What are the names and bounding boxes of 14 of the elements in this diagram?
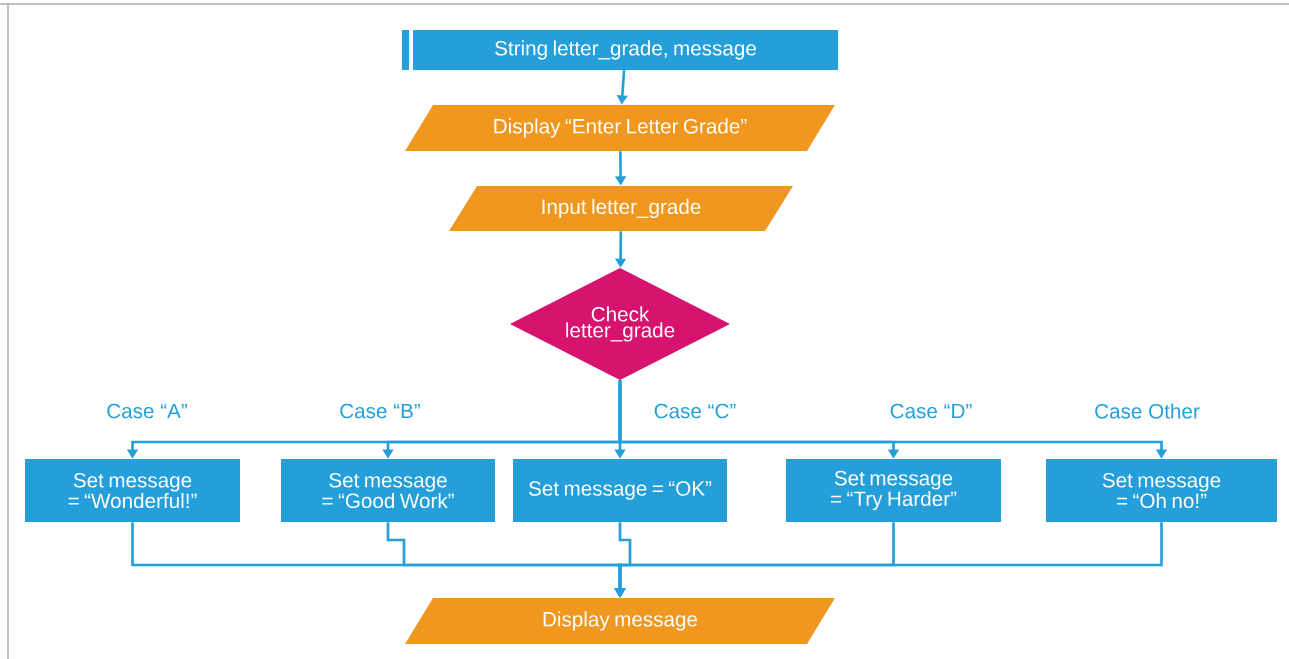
process-box: Set message = “Wonderful!” xyxy=(25,459,240,522)
input-output-parallelogram: Display message xyxy=(405,598,835,644)
input-output-parallelogram: Display “Enter Letter Grade” xyxy=(405,105,835,151)
process-box: Set message = “OK” xyxy=(513,459,727,522)
declaration-box: String letter_grade, message xyxy=(402,30,838,70)
edge-label: Case “C” xyxy=(654,403,736,419)
edge-label: Case “A” xyxy=(107,403,187,419)
process-box: Set message = “Good Work” xyxy=(281,459,495,522)
input-output-parallelogram: Input letter_grade xyxy=(449,186,793,231)
edge-label: Case Other xyxy=(1095,403,1200,419)
process-box: Set message = “Oh no!” xyxy=(1046,459,1277,522)
edge-label: Case “B” xyxy=(340,403,420,419)
edge-label: Case “D” xyxy=(890,403,972,419)
process-box: Set message = “Try Harder” xyxy=(786,459,1001,522)
